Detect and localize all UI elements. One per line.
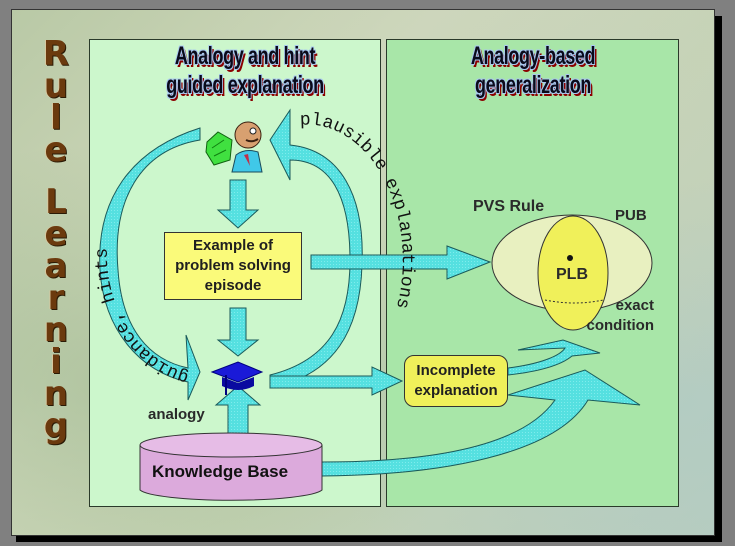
left-title-line1: Analogy and hint bbox=[174, 42, 316, 70]
arrow-knowledge-base-to-rule bbox=[321, 369, 641, 477]
analogy-label: analogy bbox=[148, 406, 205, 423]
side-title-letter: e bbox=[44, 130, 68, 170]
up-arrow-from-knowledge-base bbox=[214, 385, 262, 437]
example-line1: Example of bbox=[192, 237, 274, 254]
side-title-letter: L bbox=[45, 182, 67, 222]
plb-label: PLB bbox=[556, 266, 588, 283]
side-title-letter: i bbox=[50, 342, 62, 382]
side-title-letter: R bbox=[42, 34, 70, 74]
pub-label: PUB bbox=[615, 207, 647, 224]
example-line3: episode bbox=[204, 277, 262, 294]
right-title-line2: generalization bbox=[475, 71, 591, 99]
incomplete-line2: explanation bbox=[414, 382, 498, 399]
side-title-letter: r bbox=[47, 278, 65, 318]
graduation-cap-icon bbox=[210, 361, 264, 395]
plb-ellipse bbox=[537, 215, 609, 331]
side-title-letter: l bbox=[50, 98, 62, 138]
exact-condition-dotted-line bbox=[544, 299, 604, 304]
side-title-letter: u bbox=[43, 66, 69, 106]
down-arrow-to-solution bbox=[216, 307, 260, 357]
pvs-rule-label: PVS Rule bbox=[473, 198, 545, 215]
left-title-line2: guided explanation bbox=[166, 71, 324, 99]
left-panel-title: Analogy and hint guided explanation bbox=[112, 42, 378, 100]
example-line2: problem solving bbox=[175, 257, 291, 274]
side-title-letter: g bbox=[43, 406, 69, 446]
side-title-letter: a bbox=[44, 246, 68, 286]
arrow-incomplete-to-rule-upper bbox=[507, 339, 601, 376]
incomplete-explanation-box: Incomplete explanation bbox=[404, 355, 508, 407]
right-title-line1: Analogy-based bbox=[470, 42, 596, 70]
knowledge-base-cylinder bbox=[139, 432, 323, 501]
side-title-letter: e bbox=[44, 214, 68, 254]
exact-condition-line1: exact bbox=[615, 297, 654, 314]
incomplete-line1: Incomplete bbox=[416, 362, 496, 379]
down-arrow-to-example bbox=[216, 179, 260, 229]
side-title-letter: n bbox=[43, 310, 69, 350]
arrow-example-to-pvs-rule bbox=[310, 245, 492, 280]
teacher-with-money-icon bbox=[205, 121, 263, 173]
right-panel-title: Analogy-based generalization bbox=[407, 42, 659, 100]
plb-point bbox=[567, 255, 573, 261]
example-episode-box: Example of problem solving episode bbox=[164, 232, 302, 300]
guidance-arc-arrow bbox=[99, 127, 201, 401]
explanations-arc-arrow bbox=[269, 108, 363, 389]
arrow-to-incomplete-explanation bbox=[269, 366, 404, 396]
exact-condition-line2: condition bbox=[586, 317, 655, 334]
knowledge-base-label: Knowledge Base bbox=[152, 462, 289, 481]
side-title-letter: n bbox=[43, 374, 69, 414]
exact-condition-label: exact condition bbox=[574, 296, 655, 336]
